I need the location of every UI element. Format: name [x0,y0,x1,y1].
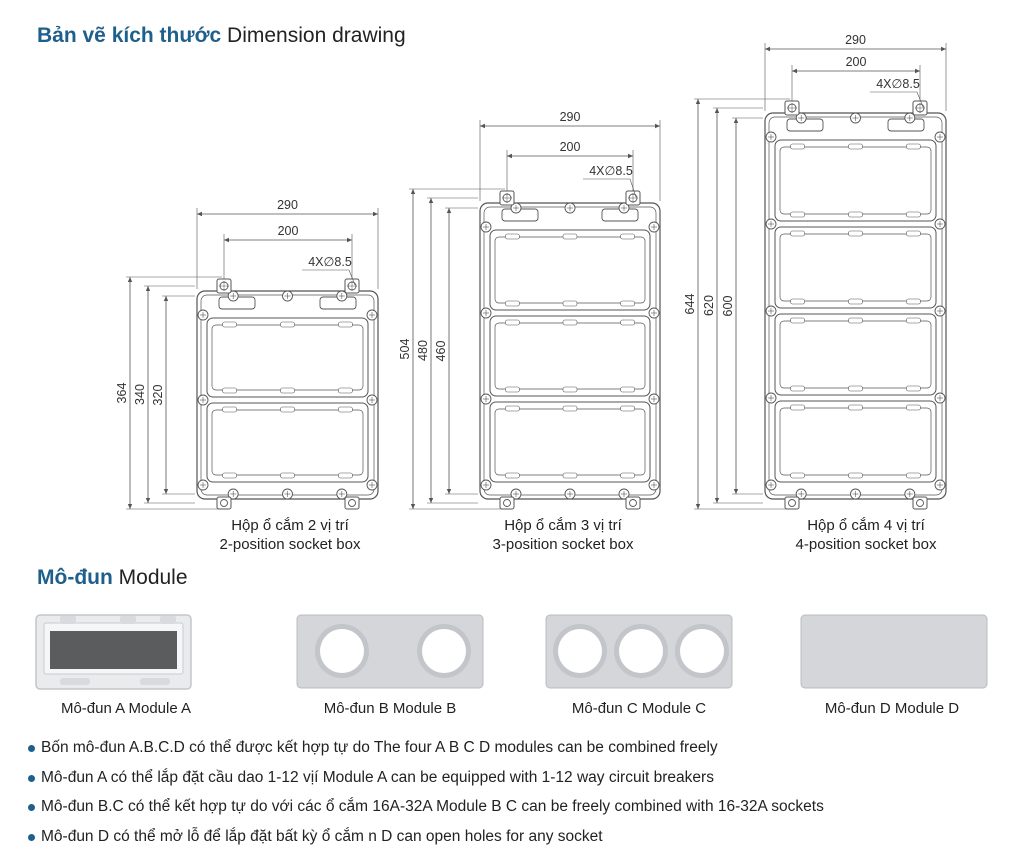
mounting-ear [626,497,640,509]
dim-width-outer: 290 [560,110,581,124]
module-c-image [546,615,732,688]
dim-width-outer: 290 [277,198,298,212]
module-images [0,600,1024,700]
box-caption-en: 3-position socket box [463,535,663,554]
dim-hole-diameter: 4X∅8.5 [589,164,633,178]
box-caption-en: 2-position socket box [190,535,390,554]
module-c-label: Mô-đun C Module C [539,700,739,717]
module-d-image [801,615,987,688]
module-a-label: Mô-đun A Module A [26,700,226,717]
dim-width-holes: 200 [560,140,581,154]
dim-width-holes: 200 [846,55,867,69]
note-item: Mô-đun B.C có thể kết hợp tự do với các … [27,796,824,826]
dim-height: 364 [115,383,129,404]
dim-hole-diameter: 4X∅8.5 [876,77,920,91]
dim-hole-diameter: 4X∅8.5 [308,255,352,269]
dim-width-outer: 290 [845,33,866,47]
notes-list: Bốn mô-đun A.B.C.D có thể được kết hợp t… [27,737,824,855]
box-caption-vi: Hộp ổ cắm 2 vị trí [190,516,390,535]
dim-height: 620 [702,295,716,316]
note-item: Mô-đun A có thể lắp đặt cầu dao 1-12 vịí… [27,767,824,797]
box-caption-vi: Hộp ổ cắm 3 vị trí [463,516,663,535]
mounting-ear [217,497,231,509]
note-item: Bốn mô-đun A.B.C.D có thể được kết hợp t… [27,737,824,767]
socket-box-drawing-3: 290 200 4X∅8.5 504 480 460 [398,110,660,509]
box-caption-2: Hộp ổ cắm 2 vị trí 2-position socket box [190,516,390,554]
mounting-ear [913,497,927,509]
dim-width-holes: 200 [278,224,299,238]
module-d-label: Mô-đun D Module D [792,700,992,717]
module-b-label: Mô-đun B Module B [290,700,490,717]
module-a-image [36,615,191,689]
box-caption-vi: Hộp ổ cắm 4 vị trí [766,516,966,535]
socket-box-drawing-2: 290 200 4X∅8.5 364 340 320 [115,198,378,509]
box-outline [480,203,660,499]
module-b-image [297,615,483,688]
dim-height: 600 [721,296,735,317]
dim-height: 320 [151,385,165,406]
socket-box-drawing-4: 290 200 4X∅8.5 644 620 600 [683,33,946,509]
dim-height: 340 [133,384,147,405]
box-caption-en: 4-position socket box [766,535,966,554]
dim-height: 480 [416,340,430,361]
box-caption-4: Hộp ổ cắm 4 vị trí 4-position socket box [766,516,966,554]
dim-height: 504 [398,339,412,360]
dim-height: 460 [434,341,448,362]
mounting-ear [500,497,514,509]
box-caption-3: Hộp ổ cắm 3 vị trí 3-position socket box [463,516,663,554]
section-title-en: Module [119,566,188,589]
box-outline [765,113,946,499]
dim-height: 644 [683,294,697,315]
section-title-vi: Mô-đun [37,566,113,589]
mounting-ear [785,497,799,509]
mounting-ear [345,497,359,509]
module-section-title: Mô-đun Module [37,566,188,590]
note-item: Mô-đun D có thể mở lỗ để lắp đặt bất kỳ … [27,826,824,855]
